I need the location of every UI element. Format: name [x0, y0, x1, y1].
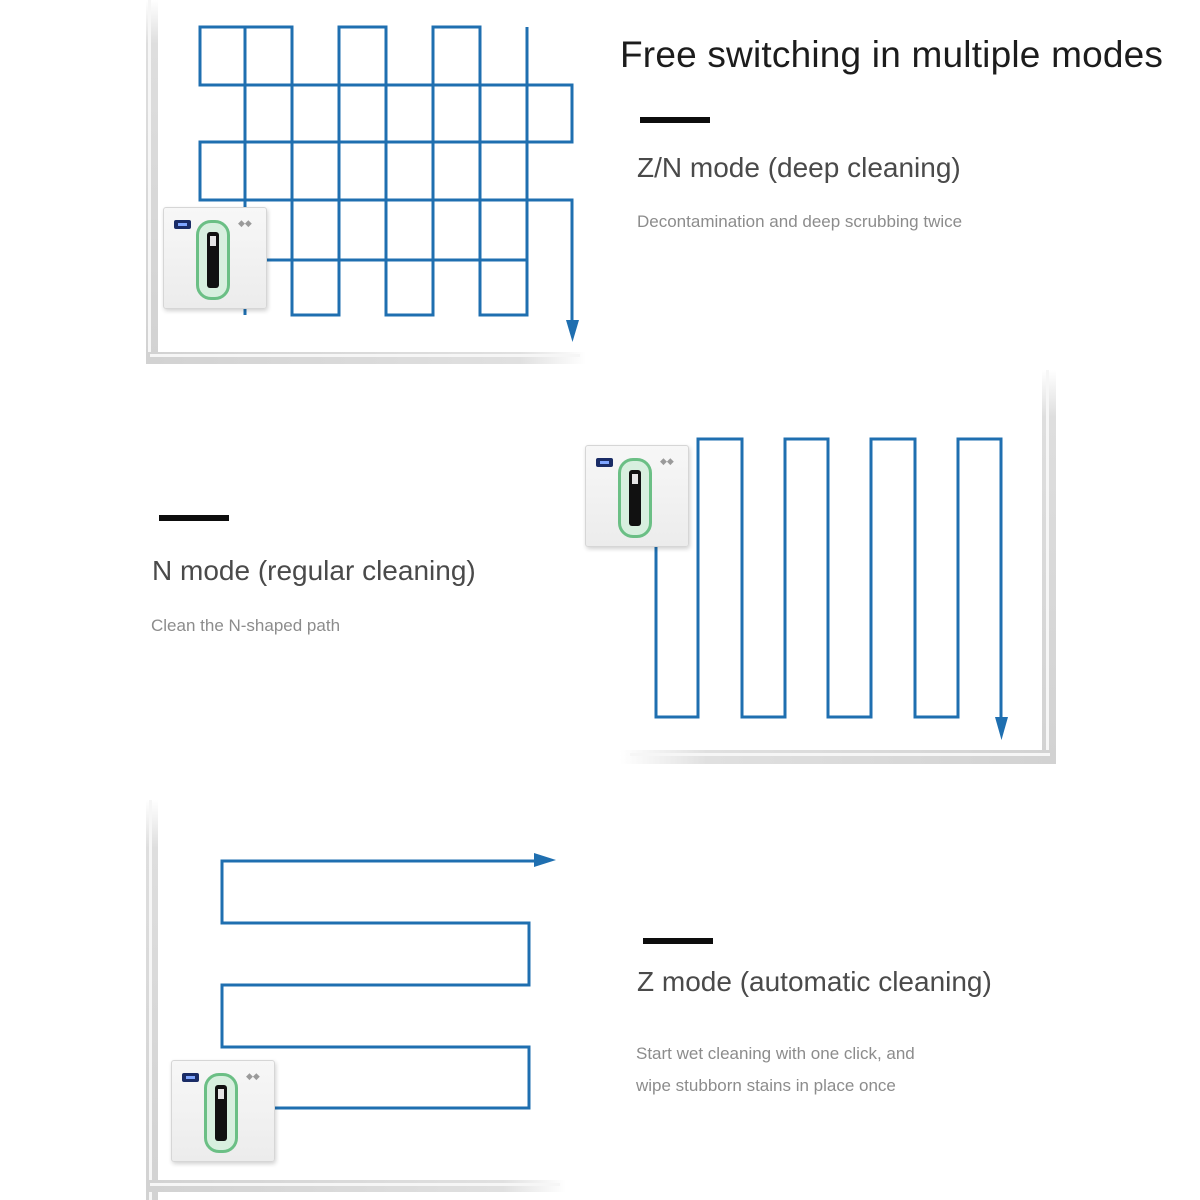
zn-path-arrow-icon	[566, 320, 579, 342]
robot-indicator-icon	[596, 458, 613, 467]
robot-logo-icon: ◆◆	[660, 457, 674, 467]
robot-indicator-icon	[174, 220, 191, 229]
page-title: Free switching in multiple modes	[620, 34, 1164, 75]
window-robot-icon: ◆◆	[171, 1060, 275, 1162]
mode-description-z-line1: Start wet cleaning with one click, and	[636, 1044, 915, 1063]
window-frame-zn	[146, 0, 586, 364]
section-divider	[643, 938, 713, 944]
window-robot-icon: ◆◆	[585, 445, 689, 547]
window-frame-n	[620, 370, 1056, 764]
n-path	[654, 437, 1003, 722]
z-path	[220, 859, 540, 1110]
section-divider	[159, 515, 229, 521]
robot-display	[207, 232, 219, 288]
robot-cleaning-pad	[204, 1073, 238, 1153]
mode-description-n: Clean the N-shaped path	[151, 616, 341, 635]
robot-cleaning-pad	[196, 220, 230, 300]
mode-description-z-line2: wipe stubborn stains in place once	[636, 1076, 896, 1095]
section-divider	[640, 117, 710, 123]
robot-indicator-icon	[182, 1073, 199, 1082]
mode-title-zn: Z/N mode (deep cleaning)	[637, 152, 961, 183]
robot-display	[629, 470, 641, 526]
robot-logo-icon: ◆◆	[238, 219, 252, 229]
n-path-arrow-icon	[995, 717, 1008, 740]
window-robot-icon: ◆◆	[163, 207, 267, 309]
mode-description-zn: Decontamination and deep scrubbing twice	[637, 212, 963, 231]
robot-cleaning-pad	[618, 458, 652, 538]
zn-path	[198, 25, 574, 325]
robot-logo-icon: ◆◆	[246, 1072, 260, 1082]
mode-title-z: Z mode (automatic cleaning)	[637, 966, 992, 997]
z-path-arrow-icon	[534, 853, 556, 867]
window-frame-z	[146, 800, 566, 1200]
mode-title-n: N mode (regular cleaning)	[152, 555, 476, 586]
robot-display	[215, 1085, 227, 1141]
